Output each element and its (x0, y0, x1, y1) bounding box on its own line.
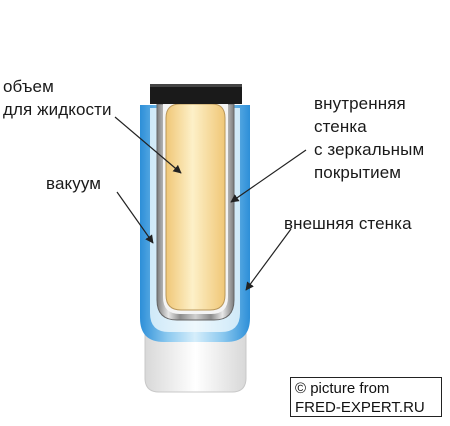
leader-liquid (114, 116, 182, 174)
leader-lines (114, 116, 307, 291)
liquid-volume (165, 103, 226, 311)
thermos-lid (150, 84, 242, 104)
label-liquid-volume: объем для жидкости (3, 77, 112, 119)
label-outer-wall: внешняя стенка (284, 214, 412, 233)
leader-vacuum (116, 191, 154, 244)
leader-inner-wall (230, 149, 307, 203)
label-inner-wall: внутренняя стенка с зеркальным покрытием (314, 94, 425, 182)
credit-line-1: © picture from (295, 380, 390, 397)
credit-box: © picture from FRED-EXPERT.RU (290, 377, 442, 417)
leader-outer-wall (245, 228, 292, 291)
credit-line-2: FRED-EXPERT.RU (295, 399, 425, 416)
label-vacuum: вакуум (46, 174, 102, 193)
